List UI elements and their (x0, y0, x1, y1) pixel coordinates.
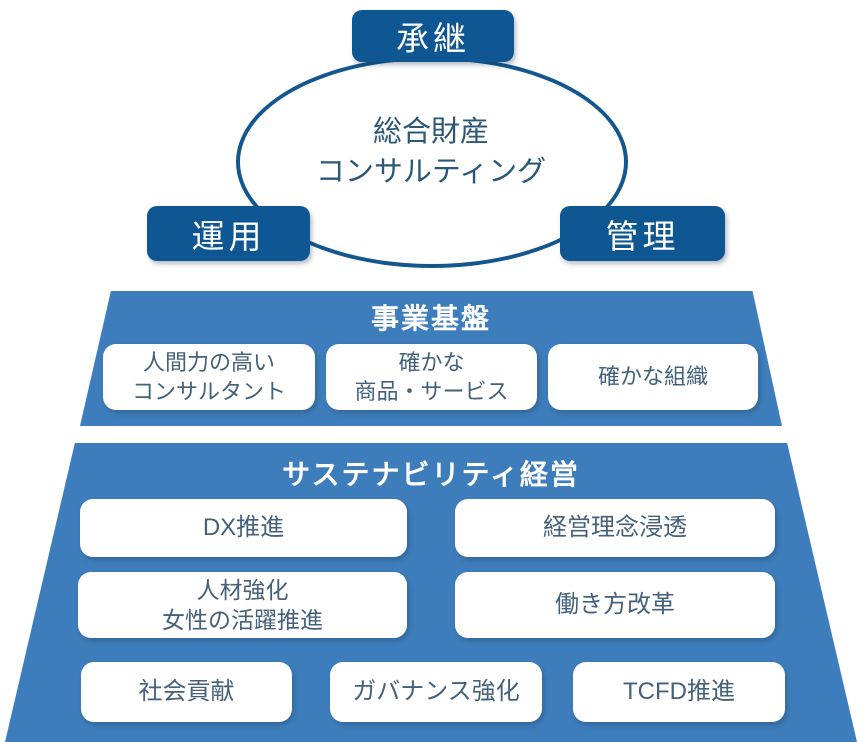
pill-management: 管理 (560, 206, 725, 261)
foundation-box-consultant-line2: コンサルタント (131, 379, 286, 404)
pill-operation: 運用 (147, 206, 310, 261)
foundation-title: 事業基盤 (370, 303, 491, 334)
core-service-title-line1: 総合財産 (372, 116, 489, 148)
sustainability-box-hr-line1: 人材強化 (196, 576, 289, 603)
foundation-box-consultant: 人間力の高い コンサルタント (103, 344, 315, 410)
foundation-box-products-line2: 商品・サービス (354, 379, 509, 404)
core-service-title: 総合財産 コンサルティング (281, 112, 581, 192)
sustainability-box-dx: DX推進 (80, 499, 407, 557)
foundation-box-products: 確かな 商品・サービス (326, 344, 537, 410)
foundation-box-consultant-line1: 人間力の高い (142, 349, 275, 375)
foundation-box-products-line1: 確かな (398, 349, 465, 375)
sustainability-box-workstyle: 働き方改革 (455, 572, 775, 638)
sustainability-title: サステナビリティ経営 (282, 459, 580, 490)
sustainability-box-social: 社会貢献 (81, 662, 292, 722)
pill-succession: 承継 (352, 10, 514, 62)
foundation-box-organization-line1: 確かな組織 (597, 364, 708, 390)
foundation-box-organization: 確かな組織 (548, 344, 758, 410)
sustainability-box-hr-line2: 女性の活躍推進 (162, 607, 323, 633)
sustainability-box-hr: 人材強化 女性の活躍推進 (78, 572, 407, 638)
sustainability-box-philosophy: 経営理念浸透 (455, 499, 775, 557)
sustainability-box-tcfd: TCFD推進 (573, 662, 785, 722)
sustainability-box-governance: ガバナンス強化 (330, 662, 542, 722)
core-service-title-line2: コンサルティング (315, 156, 547, 189)
